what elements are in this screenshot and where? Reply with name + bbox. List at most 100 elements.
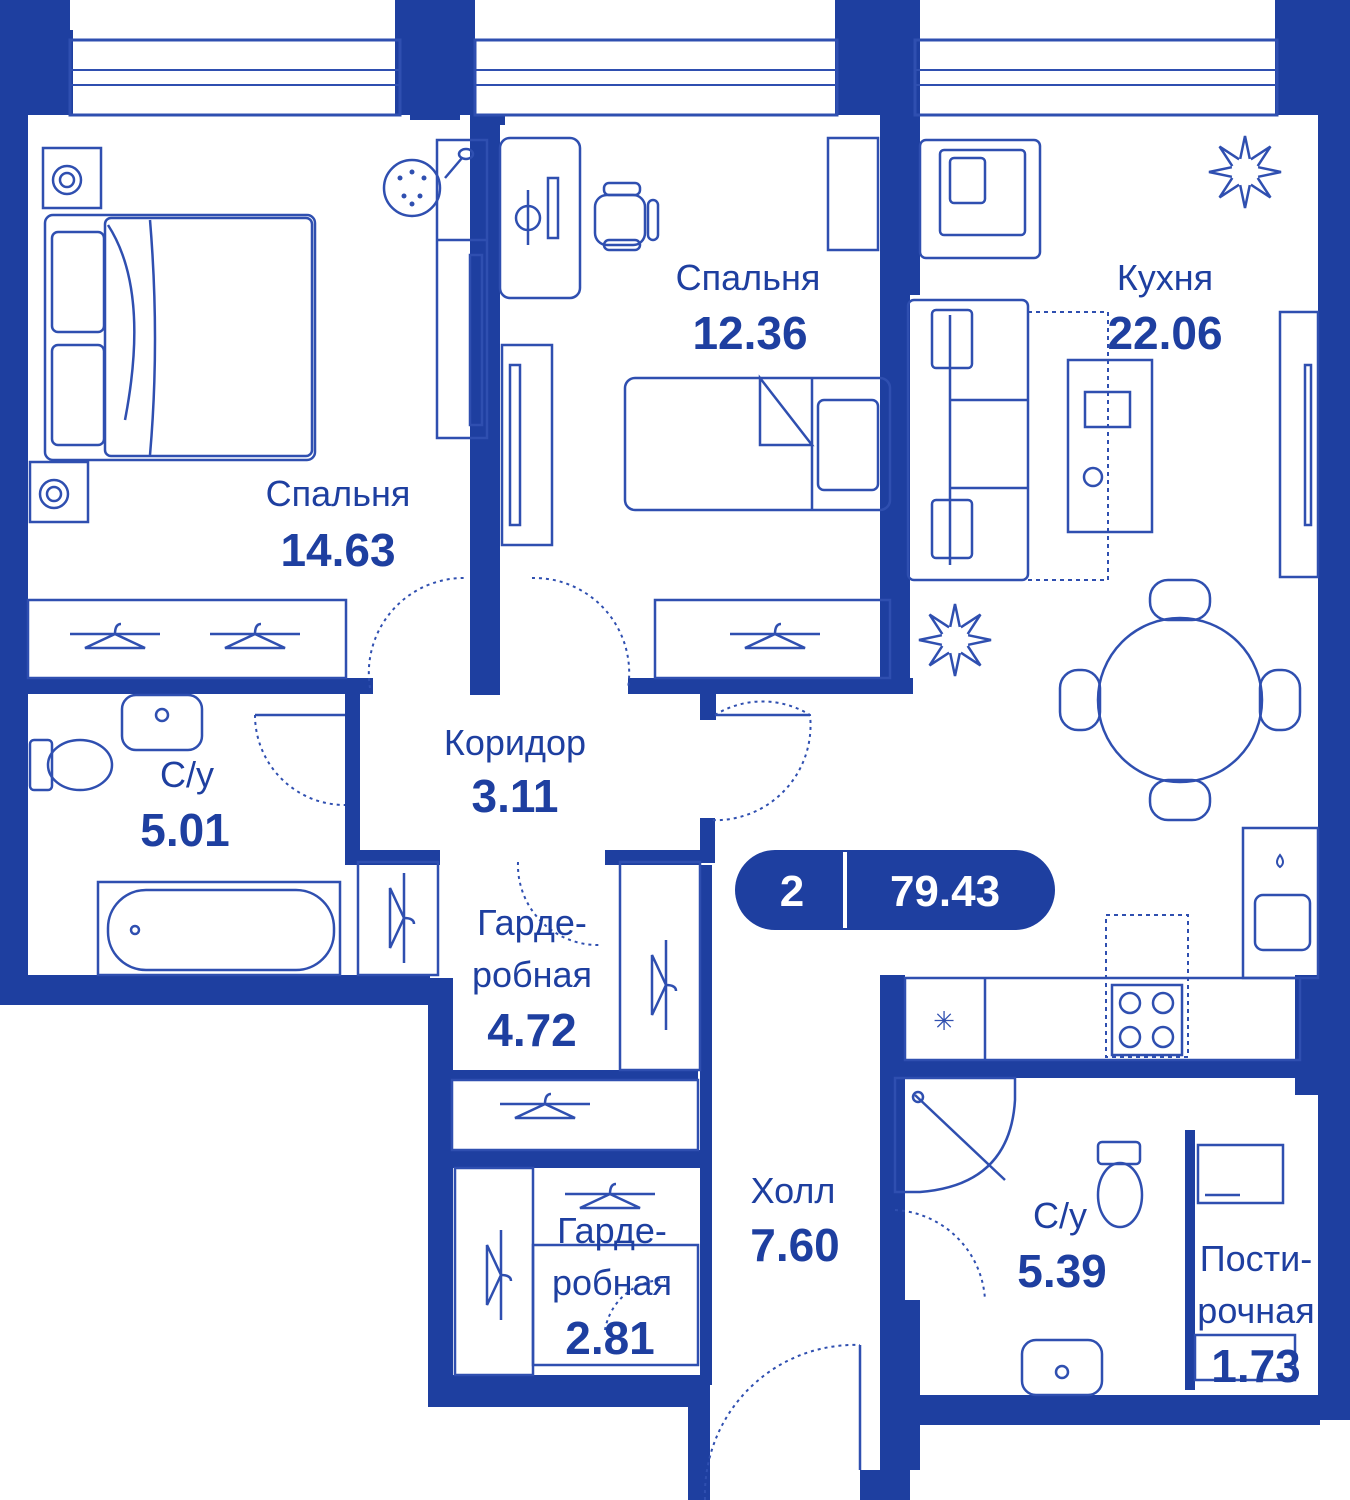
lamp-inner xyxy=(45,485,63,503)
hanger-hook xyxy=(773,622,782,635)
wall-segment xyxy=(880,975,905,1305)
hanger-hook xyxy=(403,916,416,925)
wall-segment xyxy=(28,30,73,115)
drain xyxy=(154,707,170,723)
chair-seat xyxy=(1148,578,1212,622)
table-dot xyxy=(417,193,423,199)
chair-seat xyxy=(593,193,647,247)
room-area: 4.72 xyxy=(487,1004,577,1056)
room-label-wardrobe-1[interactable]: Гарде- робная 4.72 xyxy=(472,902,592,1056)
drain xyxy=(1054,1364,1070,1380)
hanger-body xyxy=(744,632,806,650)
table-dot xyxy=(397,175,403,181)
lamp-outer xyxy=(51,164,83,196)
tv-screen xyxy=(1303,363,1313,527)
wall-segment xyxy=(1185,1130,1195,1390)
room-name: Гарде- xyxy=(477,902,587,943)
plant-leaf xyxy=(1218,177,1240,199)
room-label-bathroom-1[interactable]: С/у 5.01 xyxy=(140,754,230,856)
window-icon xyxy=(473,38,839,117)
wardrobe-body xyxy=(618,860,702,1072)
wall-segment xyxy=(28,678,373,694)
wall-segment xyxy=(880,1060,1320,1078)
wardrobe-body xyxy=(653,598,892,680)
armchair-body xyxy=(918,138,1042,260)
hanger-body xyxy=(84,632,146,650)
wardrobe-hanger-icon xyxy=(650,940,678,1030)
wardrobe-door xyxy=(468,253,484,427)
rug-outline xyxy=(1027,311,1109,581)
sofa-cushion xyxy=(930,308,974,370)
room-area: 5.01 xyxy=(140,804,230,856)
chair-icon xyxy=(1148,778,1212,822)
wardrobe-body xyxy=(1278,310,1320,579)
window-icon xyxy=(68,38,402,117)
spoon-head xyxy=(457,147,475,161)
plant-leaf xyxy=(1250,177,1272,199)
room-area: 12.36 xyxy=(692,307,807,359)
chair-seat xyxy=(1148,778,1212,822)
room-label-kitchen[interactable]: Кухня 22.06 xyxy=(1107,257,1222,359)
wall-segment xyxy=(688,1375,710,1500)
wall-segment xyxy=(440,1150,710,1168)
nightstand-body xyxy=(41,146,103,210)
lamp-outer xyxy=(38,478,70,510)
spoon-handle xyxy=(444,157,463,179)
blanket-fold xyxy=(148,219,157,456)
room-label-bathroom-2[interactable]: С/у 5.39 xyxy=(1017,1195,1107,1297)
plant-leaf xyxy=(918,633,943,647)
sink-icon xyxy=(1241,826,1320,980)
table-dot xyxy=(409,169,415,175)
plant-leaf xyxy=(928,613,950,635)
room-area: 5.39 xyxy=(1017,1245,1107,1297)
desk-icon xyxy=(498,136,582,300)
bed-frame xyxy=(623,376,892,512)
room-label-laundry[interactable]: Пости- рочная 1.73 xyxy=(1197,1238,1314,1392)
plant-leaf xyxy=(1250,145,1272,167)
wall-segment xyxy=(345,690,360,860)
plant-leaf xyxy=(928,645,950,667)
nightstand-body xyxy=(28,460,90,524)
plant-leaf xyxy=(1208,165,1233,179)
room-name: Гарде- xyxy=(557,1210,667,1251)
room-label-bedroom-large[interactable]: Спальня 14.63 xyxy=(266,473,411,576)
sofa-icon xyxy=(906,298,1030,582)
wardrobe-icon xyxy=(453,1166,535,1377)
room-label-wardrobe-2[interactable]: Гарде- робная 2.81 xyxy=(552,1210,672,1364)
wall-segment xyxy=(448,1070,698,1080)
plant-leaf xyxy=(948,603,962,628)
water-drop xyxy=(1276,853,1284,869)
room-name: Холл xyxy=(751,1170,836,1211)
hanger-body xyxy=(514,1102,576,1120)
room-label-bedroom-small[interactable]: Спальня 12.36 xyxy=(676,257,821,359)
chair-seat xyxy=(1058,668,1102,732)
wall-segment xyxy=(0,0,70,40)
chair-icon xyxy=(1148,578,1212,622)
sofa-body xyxy=(906,298,1030,582)
wall-segment xyxy=(700,865,712,1385)
wardrobe-icon xyxy=(450,1078,700,1152)
door-swing-icon xyxy=(709,700,812,822)
wardrobe-hanger-icon xyxy=(500,1092,590,1120)
bathtub-inner xyxy=(106,888,336,972)
hanger-hook xyxy=(543,1092,552,1105)
plant-leaf xyxy=(1257,165,1282,179)
pillow xyxy=(50,230,106,334)
burner xyxy=(1118,991,1142,1015)
room-name: робная xyxy=(472,954,592,995)
double-bed-icon xyxy=(43,213,317,462)
shower-drain xyxy=(911,1090,925,1104)
toilet-icon xyxy=(28,738,114,792)
room-area: 2.81 xyxy=(565,1312,655,1364)
window-icon xyxy=(913,38,1279,117)
room-label-hall[interactable]: Холл 7.60 xyxy=(750,1170,840,1271)
room-name: Спальня xyxy=(676,257,821,298)
washing-machine-body xyxy=(1196,1143,1285,1205)
table-top xyxy=(1096,616,1264,784)
table-dot xyxy=(421,175,427,181)
wall-segment xyxy=(880,0,920,295)
burner xyxy=(1118,1025,1142,1049)
room-label-corridor[interactable]: Коридор 3.11 xyxy=(444,722,586,822)
nightstand-icon xyxy=(28,460,90,524)
fridge-snowflake-icon: ✳ xyxy=(933,1007,955,1037)
